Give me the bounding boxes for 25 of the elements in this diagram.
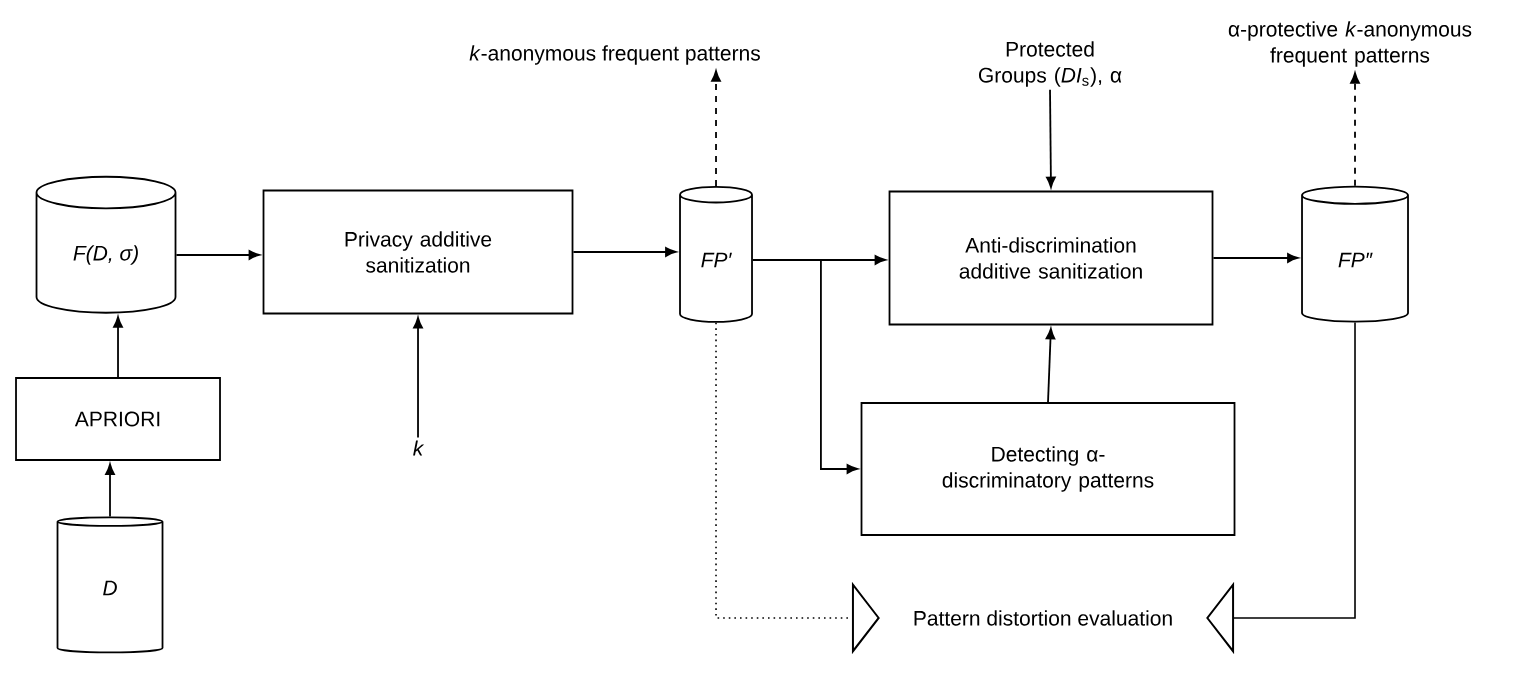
arrow (1046, 88, 1056, 188)
evaluation-label: Pattern distortion evaluation (914, 610, 1172, 626)
arrow (711, 70, 721, 187)
process-box: APRIORI (15, 377, 221, 461)
arrow (1350, 72, 1360, 187)
arrow (113, 316, 123, 378)
arrow (413, 317, 423, 439)
database-cylinder: D (56, 516, 164, 654)
output-label: α-protective k-anonymous frequent patterns (1228, 21, 1472, 67)
arrow (752, 259, 858, 474)
arrow (572, 247, 677, 257)
process-box: Privacy additive sanitization (262, 189, 574, 315)
database-cylinder: F(D, σ) (35, 175, 177, 314)
arrow (1212, 253, 1299, 263)
database-cylinder: FP″ (1301, 185, 1409, 323)
arrow (175, 250, 260, 260)
process-box: Anti-discrimination additive sanitization (888, 190, 1214, 326)
arrow (105, 463, 115, 518)
arrow (1045, 328, 1056, 403)
input-label: Protected Groups (DI$_{s}$), α (979, 41, 1122, 87)
process-box: Detecting α-discriminatory patterns (860, 402, 1236, 536)
arrow (1206, 321, 1356, 655)
database-cylinder: FP′ (679, 185, 753, 323)
parameter-label: k (413, 440, 425, 456)
output-label: k-anonymous frequent patterns (469, 45, 760, 65)
